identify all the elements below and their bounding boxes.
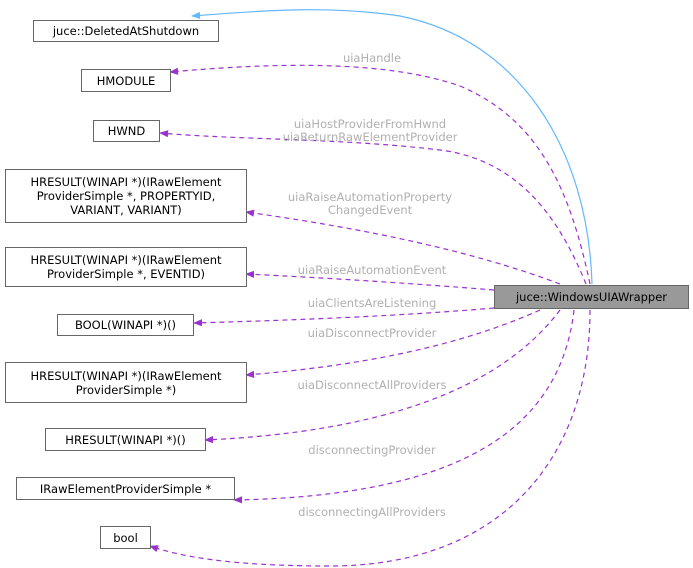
edge-disconnect-provider	[245, 309, 541, 378]
edge-disconnect-all	[204, 309, 561, 444]
node-bool-fn[interactable]: BOOL(WINAPI *)()	[57, 314, 194, 336]
edge-raise-event	[245, 270, 495, 291]
node-windows-uia-wrapper[interactable]: juce::WindowsUIAWrapper	[494, 285, 689, 309]
label-disconnect-provider: uiaDisconnectProvider	[307, 326, 437, 340]
edge-inherits-deleted-at-shutdown	[191, 9, 593, 285]
edge-disconnecting-provider	[233, 309, 575, 504]
edge-disconnecting-all	[149, 309, 591, 567]
node-raw-provider-ptr[interactable]: IRawElementProviderSimple *	[16, 477, 235, 500]
node-hresult-property[interactable]: HRESULT(WINAPI *)(IRawElement ProviderSi…	[5, 169, 247, 223]
node-hmodule[interactable]: HMODULE	[81, 69, 171, 92]
label-uia-handle: uiaHandle	[342, 51, 402, 65]
node-hresult-event[interactable]: HRESULT(WINAPI *)(IRawElement ProviderSi…	[5, 247, 247, 287]
label-raise-property: uiaRaiseAutomationProperty ChangedEvent	[287, 190, 453, 217]
edge-raise-property	[245, 209, 561, 285]
node-bool[interactable]: bool	[100, 526, 151, 549]
edge-uia-handle	[169, 64, 591, 285]
label-disconnecting-provider: disconnectingProvider	[308, 443, 436, 457]
label-host-return: uiaHostProviderFromHwnd uiaReturnRawElem…	[282, 117, 458, 144]
node-hresult-provider[interactable]: HRESULT(WINAPI *)(IRawElement ProviderSi…	[5, 362, 247, 403]
label-raise-event: uiaRaiseAutomationEvent	[297, 263, 447, 277]
node-deleted-at-shutdown[interactable]: juce::DeletedAtShutdown	[33, 20, 219, 42]
label-clients-listening: uiaClientsAreListening	[307, 296, 437, 310]
node-hresult-void[interactable]: HRESULT(WINAPI *)()	[45, 428, 206, 451]
label-disconnect-all: uiaDisconnectAllProviders	[297, 378, 447, 392]
label-disconnecting-all: disconnectingAllProviders	[298, 505, 446, 519]
edge-clients-listening	[193, 307, 495, 327]
node-hwnd[interactable]: HWND	[93, 120, 160, 142]
edge-host-return	[159, 130, 587, 285]
